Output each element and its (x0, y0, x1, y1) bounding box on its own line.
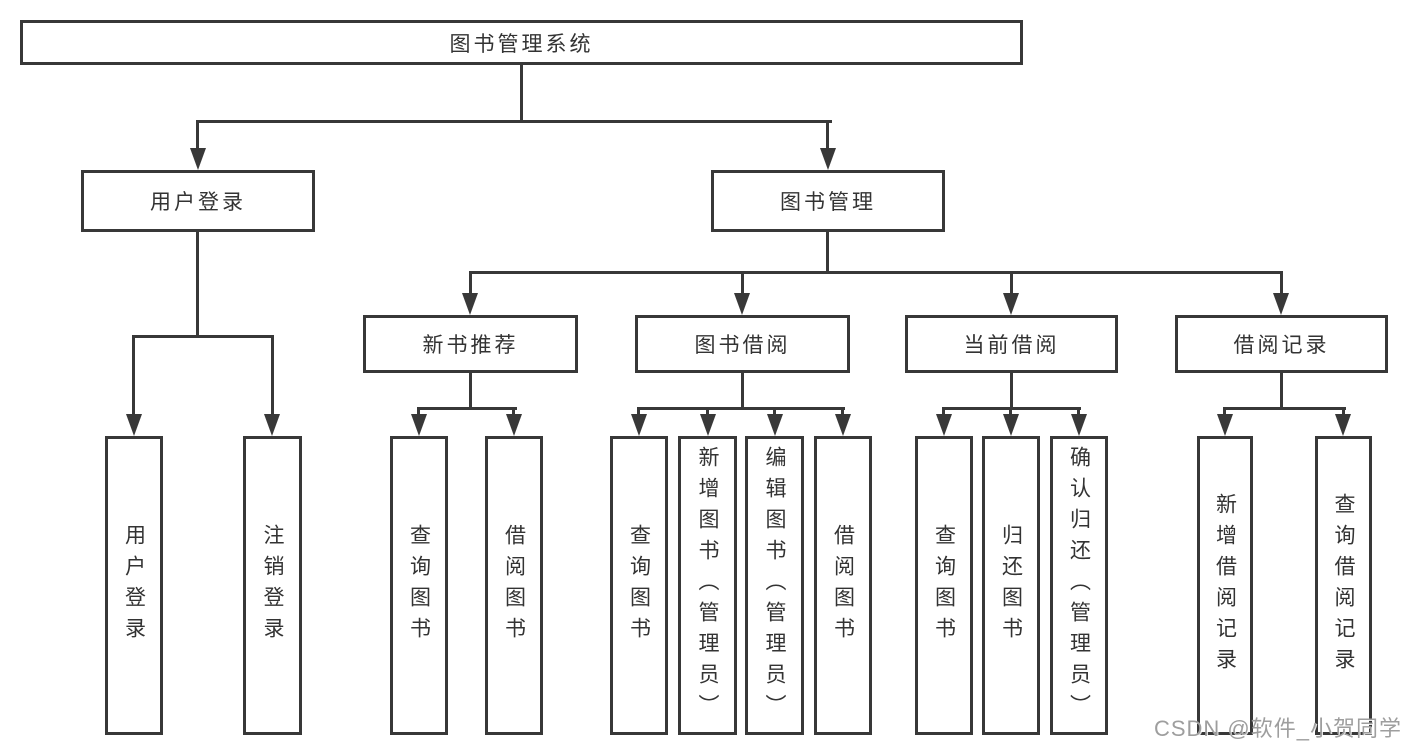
connector-line (637, 407, 845, 410)
arrow-down-icon (411, 414, 427, 436)
connector-line (1342, 407, 1345, 417)
connector-line (826, 232, 829, 274)
connector-line (132, 335, 274, 338)
connector-line (942, 407, 945, 417)
connector-line (196, 120, 199, 150)
arrow-down-icon (835, 414, 851, 436)
connector-line (1009, 407, 1012, 417)
arrow-down-icon (126, 414, 142, 436)
arrow-down-icon (700, 414, 716, 436)
connector-line (196, 120, 832, 123)
connector-line (512, 407, 515, 417)
arrow-down-icon (462, 293, 478, 315)
leaf-borrow-books: 借阅图书 (814, 436, 872, 735)
leaf-edit-books-admin: 编辑图书（管理员） (745, 436, 804, 735)
csdn-watermark: CSDN @软件_小贺同学 (1153, 716, 1402, 741)
connector-line (417, 407, 420, 417)
arrow-down-icon (1335, 414, 1351, 436)
connector-line (469, 271, 1283, 274)
connector-line (469, 373, 472, 410)
leaf-add-books-admin: 新增图书（管理员） (678, 436, 737, 735)
connector-line (1223, 407, 1226, 417)
arrow-down-icon (1273, 293, 1289, 315)
leaf-add-borrow-record: 新增借阅记录 (1197, 436, 1253, 735)
arrow-down-icon (1003, 293, 1019, 315)
connector-line (706, 407, 709, 417)
arrow-down-icon (767, 414, 783, 436)
connector-line (841, 407, 844, 417)
node-new-book-recommendation: 新书推荐 (363, 315, 578, 373)
connector-line (1280, 271, 1283, 296)
leaf-query-books-borrowing: 查询图书 (610, 436, 668, 735)
connector-line (826, 120, 829, 150)
connector-line (417, 407, 517, 410)
leaf-user-login: 用户登录 (105, 436, 163, 735)
arrow-down-icon (734, 293, 750, 315)
leaf-query-books-recommend: 查询图书 (390, 436, 448, 735)
connector-line (1223, 407, 1346, 410)
node-user-login: 用户登录 (81, 170, 315, 232)
arrow-down-icon (264, 414, 280, 436)
node-library-management-system: 图书管理系统 (20, 20, 1023, 65)
connector-line (520, 65, 523, 123)
arrow-down-icon (820, 148, 836, 170)
connector-line (741, 271, 744, 296)
arrow-down-icon (506, 414, 522, 436)
connector-line (132, 335, 135, 416)
connector-line (1010, 271, 1013, 296)
connector-line (1077, 407, 1080, 417)
connector-line (773, 407, 776, 417)
arrow-down-icon (936, 414, 952, 436)
node-book-borrowing: 图书借阅 (635, 315, 850, 373)
arrow-down-icon (1071, 414, 1087, 436)
leaf-query-books-current: 查询图书 (915, 436, 973, 735)
leaf-logout: 注销登录 (243, 436, 302, 735)
connector-line (271, 335, 274, 416)
node-borrowing-records: 借阅记录 (1175, 315, 1388, 373)
arrow-down-icon (190, 148, 206, 170)
connector-line (196, 232, 199, 338)
connector-line (637, 407, 640, 417)
node-book-management: 图书管理 (711, 170, 945, 232)
connector-line (1010, 373, 1013, 410)
arrow-down-icon (1217, 414, 1233, 436)
leaf-query-borrow-record: 查询借阅记录 (1315, 436, 1372, 735)
connector-line (1280, 373, 1283, 410)
leaf-confirm-return-admin: 确认归还（管理员） (1050, 436, 1108, 735)
leaf-return-books: 归还图书 (982, 436, 1040, 735)
arrow-down-icon (1003, 414, 1019, 436)
connector-line (469, 271, 472, 296)
connector-line (741, 373, 744, 410)
leaf-borrow-books-recommend: 借阅图书 (485, 436, 543, 735)
node-current-borrowing: 当前借阅 (905, 315, 1118, 373)
arrow-down-icon (631, 414, 647, 436)
